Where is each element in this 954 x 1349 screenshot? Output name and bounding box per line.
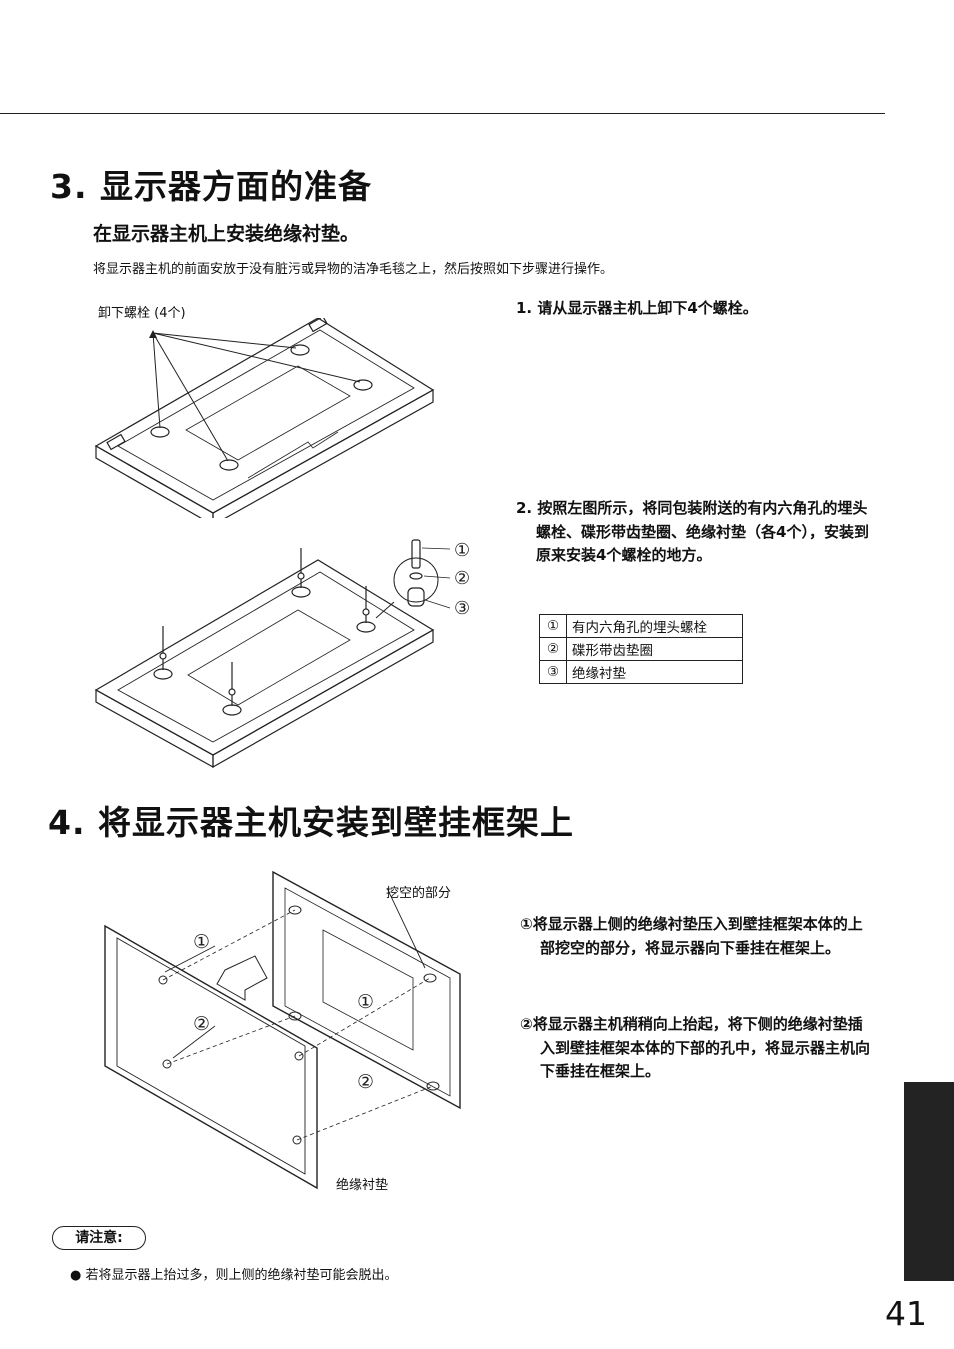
- note-text: ● 若将显示器上抬过多，则上侧的绝缘衬垫可能会脱出。: [70, 1268, 398, 1283]
- fig-install-spacers: ① ② ③: [94, 539, 470, 769]
- page-number: 41: [885, 1294, 927, 1333]
- fig-remove-bolts: [94, 318, 435, 518]
- section3-step2-text: 2. 按照左图所示，将同包装附送的有内六角孔的埋头螺栓、碟形带齿垫圈、绝缘衬垫（…: [516, 499, 869, 564]
- note-badge: 请注意:: [52, 1226, 146, 1250]
- parts-name: 绝缘衬垫: [566, 660, 743, 684]
- label-hollow: 挖空的部分: [386, 886, 452, 901]
- fig3-mark-2b: ②: [357, 1071, 374, 1093]
- parts-name: 有内六角孔的埋头螺栓: [566, 614, 743, 638]
- parts-num: ③: [539, 660, 567, 684]
- parts-row: ③ 绝缘衬垫: [539, 660, 743, 684]
- fig2-mark-1: ①: [454, 540, 470, 561]
- fig1-label: 卸下螺栓 (4个): [98, 306, 186, 321]
- section4-step1: ①将显示器上侧的绝缘衬垫压入到壁挂框架本体的上部挖空的部分，将显示器向下垂挂在框…: [520, 913, 875, 960]
- section3-step1: 1. 请从显示器主机上卸下4个螺栓。: [516, 299, 758, 317]
- top-rule: [0, 113, 885, 114]
- parts-name: 碟形带齿垫圈: [566, 637, 743, 661]
- parts-table: ① 有内六角孔的埋头螺栓 ② 碟形带齿垫圈 ③ 绝缘衬垫: [539, 614, 743, 684]
- fig2-mark-2: ②: [454, 568, 470, 589]
- fig-hang-display: ① ② ① ②: [104, 870, 461, 1190]
- section4-step2-text: ②将显示器主机稍稍向上抬起，将下侧的绝缘衬垫插入到壁挂框架本体的下部的孔中，将显…: [520, 1015, 871, 1080]
- parts-row: ① 有内六角孔的埋头螺栓: [539, 614, 743, 638]
- section4-step1-text: ①将显示器上侧的绝缘衬垫压入到壁挂框架本体的上部挖空的部分，将显示器向下垂挂在框…: [520, 915, 863, 957]
- parts-row: ② 碟形带齿垫圈: [539, 637, 743, 661]
- section4-step2: ②将显示器主机稍稍向上抬起，将下侧的绝缘衬垫插入到壁挂框架本体的下部的孔中，将显…: [520, 1013, 875, 1084]
- side-tab: [904, 1082, 954, 1281]
- fig3-mark-1: ①: [193, 931, 210, 953]
- section3-step2: 2. 按照左图所示，将同包装附送的有内六角孔的埋头螺栓、碟形带齿垫圈、绝缘衬垫（…: [516, 497, 876, 568]
- fig3-mark-2: ②: [193, 1013, 210, 1035]
- parts-num: ②: [539, 637, 567, 661]
- label-spacer: 绝缘衬垫: [336, 1178, 389, 1193]
- section3-subtitle: 在显示器主机上安装绝缘衬垫。: [93, 223, 360, 245]
- fig2-mark-3: ③: [454, 598, 470, 619]
- fig3-mark-1b: ①: [357, 991, 374, 1013]
- parts-num: ①: [539, 614, 567, 638]
- section4-title: 4. 将显示器主机安装到壁挂框架上: [48, 803, 574, 842]
- section3-intro: 将显示器主机的前面安放于没有脏污或异物的洁净毛毯之上，然后按照如下步骤进行操作。: [93, 262, 614, 277]
- section3-title: 3. 显示器方面的准备: [50, 167, 372, 206]
